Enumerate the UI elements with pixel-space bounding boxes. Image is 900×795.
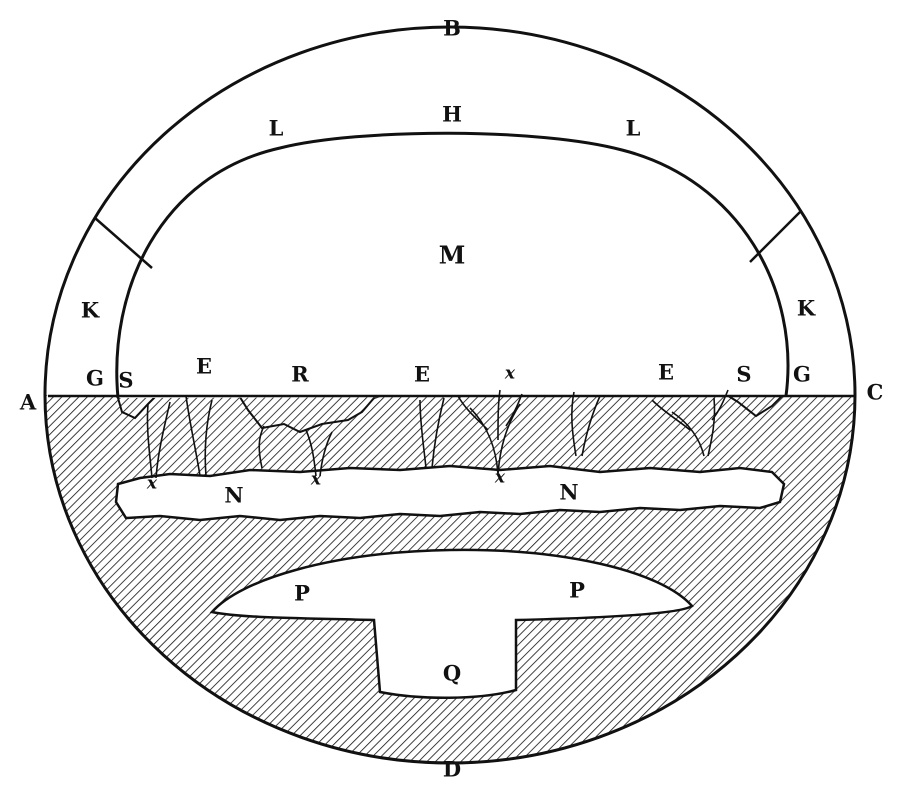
label-h: H [442,102,462,127]
divider-left [94,217,153,269]
label-l-left: L [269,116,284,141]
label-b: B [443,16,461,41]
label-c: C [867,380,884,405]
label-e-left: E [196,354,212,379]
label-s-left: S [118,368,133,393]
label-x-1: x [146,474,158,494]
label-p-left: P [294,581,310,606]
inner-dome [115,131,790,399]
label-e-mid: E [414,362,430,387]
label-g-left: G [86,366,104,391]
label-p-right: P [569,578,585,603]
label-a: A [19,390,37,415]
label-x-2: x [310,470,322,490]
label-n-left: N [224,483,243,508]
label-m: M [439,241,466,270]
label-k-left: K [81,298,100,323]
label-x-top: x [504,364,516,384]
divider-right [749,211,801,263]
label-d: D [443,757,461,782]
label-q: Q [443,661,461,686]
label-x-3: x [494,468,506,488]
label-g-right: G [793,362,811,387]
label-s-right: S [736,362,751,387]
label-n-right: N [559,480,578,505]
cavity-p-q [209,548,694,699]
labels: B H L L M K K A C G G S S E E E R x x x … [19,16,884,782]
label-r: R [291,362,309,387]
cavity-n [114,464,786,522]
vein-channels [146,389,729,479]
label-e-right: E [658,360,674,385]
label-l-right: L [626,116,641,141]
label-k-right: K [797,296,816,321]
